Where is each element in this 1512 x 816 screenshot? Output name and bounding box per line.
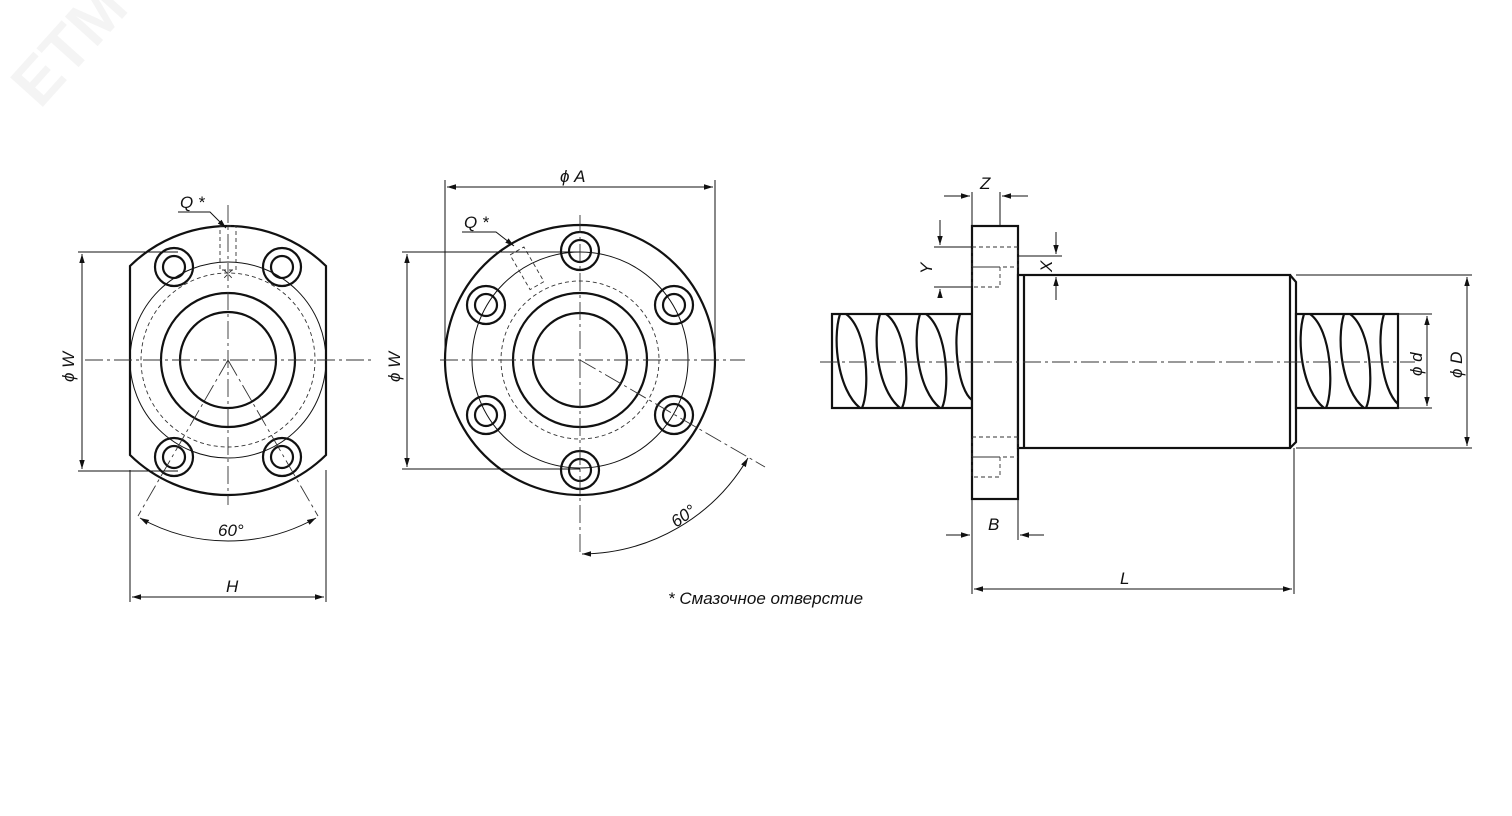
nut-flange: [970, 224, 1020, 501]
label-b: B: [988, 515, 999, 534]
label-diam-d-small: ϕ d: [1407, 352, 1426, 376]
label-q-left: Q *: [180, 193, 206, 212]
left-flange-outline: [128, 224, 328, 497]
left-bolt-holes: [153, 246, 303, 478]
watermark-logo: ETM: [0, 0, 141, 119]
left-lube-hole: [219, 225, 237, 271]
label-l: L: [1120, 569, 1129, 588]
footnote: * Смазочное отверстие: [668, 589, 863, 608]
label-h: H: [226, 577, 239, 596]
middle-view: Q * ϕ A ϕ W 60°: [385, 167, 766, 557]
label-diam-w-mid: ϕ W: [385, 350, 404, 382]
left-view: Q * ϕ W 60° H: [59, 193, 372, 602]
label-diam-a: ϕ A: [560, 167, 586, 186]
left-screw-thread: [830, 312, 974, 410]
label-y: Y: [917, 261, 936, 274]
right-screw-thread: [1294, 312, 1400, 410]
label-diam-d-big: ϕ D: [1447, 352, 1466, 378]
label-x: X: [1037, 260, 1056, 273]
right-view: Z Y X B L ϕ d ϕ D: [820, 174, 1472, 594]
label-diam-w-left: ϕ W: [59, 350, 78, 382]
label-q-mid: Q *: [464, 213, 490, 232]
svg-text:ETM: ETM: [0, 0, 141, 119]
label-z: Z: [979, 174, 991, 193]
label-angle-left: 60°: [218, 521, 244, 540]
nut-body: [1016, 273, 1292, 450]
label-angle-mid: 60°: [667, 501, 699, 531]
